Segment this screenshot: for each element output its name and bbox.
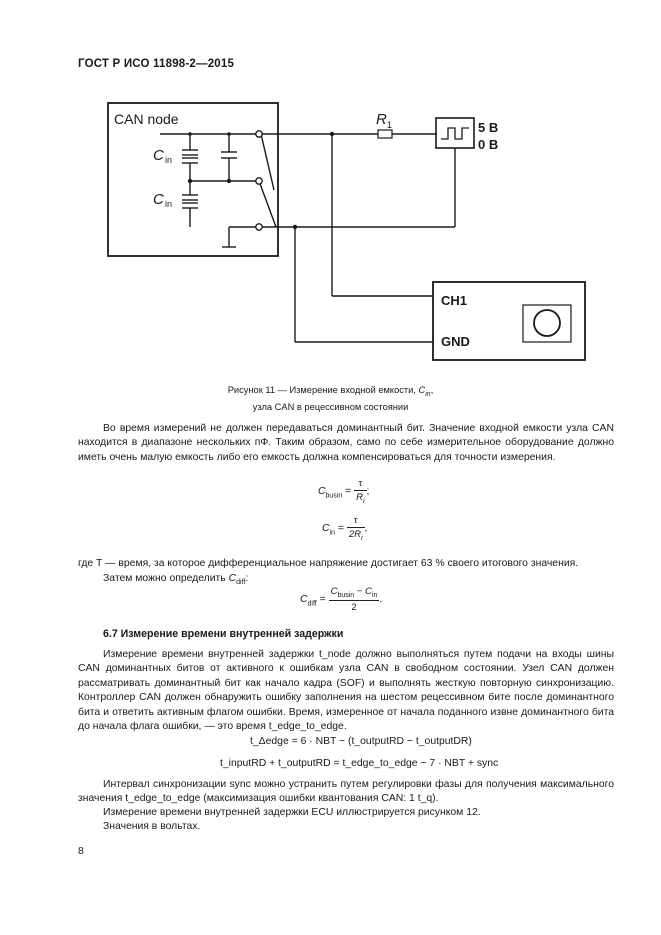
oscilloscope-box (432, 281, 586, 361)
paragraph-volts: Значения в вольтах. (103, 821, 201, 832)
gnd-label: GND (441, 334, 470, 349)
can-node-box (107, 102, 279, 257)
cin-label-1: C (153, 147, 164, 164)
document-header: ГОСТ Р ИСО 11898-2—2015 (78, 58, 235, 70)
paragraph-ecu: Измерение времени внутренней задержки EC… (103, 807, 481, 818)
square-wave-icon (441, 127, 469, 140)
page-number: 8 (78, 846, 84, 857)
oscilloscope-screen (522, 304, 572, 343)
cin-label-2: C (153, 191, 164, 208)
section-heading: 6.7 Измерение времени внутренней задержк… (103, 628, 344, 640)
can-node-label: CAN node (114, 111, 179, 127)
where-line: где T — время, за которое дифференциальн… (78, 558, 579, 569)
voltage-high-label: 5 В (478, 120, 498, 135)
ch1-label: CH1 (441, 293, 467, 308)
r1-label: R (376, 111, 387, 128)
then-line: Затем можно определить Cdiff: (103, 573, 249, 587)
figure-caption: Рисунок 11 — Измерение входной емкости, … (227, 385, 434, 412)
cin-sub-2: in (165, 199, 172, 209)
resistor-r1 (377, 129, 393, 139)
oscilloscope-knob-icon (533, 309, 561, 337)
formula-tdelta-edge: t_Δedge = 6 · NBT − (t_outputRD − t_outp… (250, 736, 472, 747)
voltage-low-label: 0 В (478, 137, 498, 152)
formula-input-output: t_inputRD + t_outputRD = t_edge_to_edge … (220, 758, 499, 769)
paragraph-sync: Интервал синхронизации sync можно устран… (78, 779, 614, 805)
can-input-capacitance-diagram: CAN node R 1 5 В 0 В C in C in CH1 GND (107, 102, 586, 361)
paragraph-measurement: Во время измерений не должен передаватьс… (78, 423, 614, 463)
cin-sub-1: in (165, 155, 172, 165)
paragraph-internal-delay: Измерение времени внутренней задержки t_… (78, 649, 614, 733)
r1-sub: 1 (387, 120, 392, 130)
